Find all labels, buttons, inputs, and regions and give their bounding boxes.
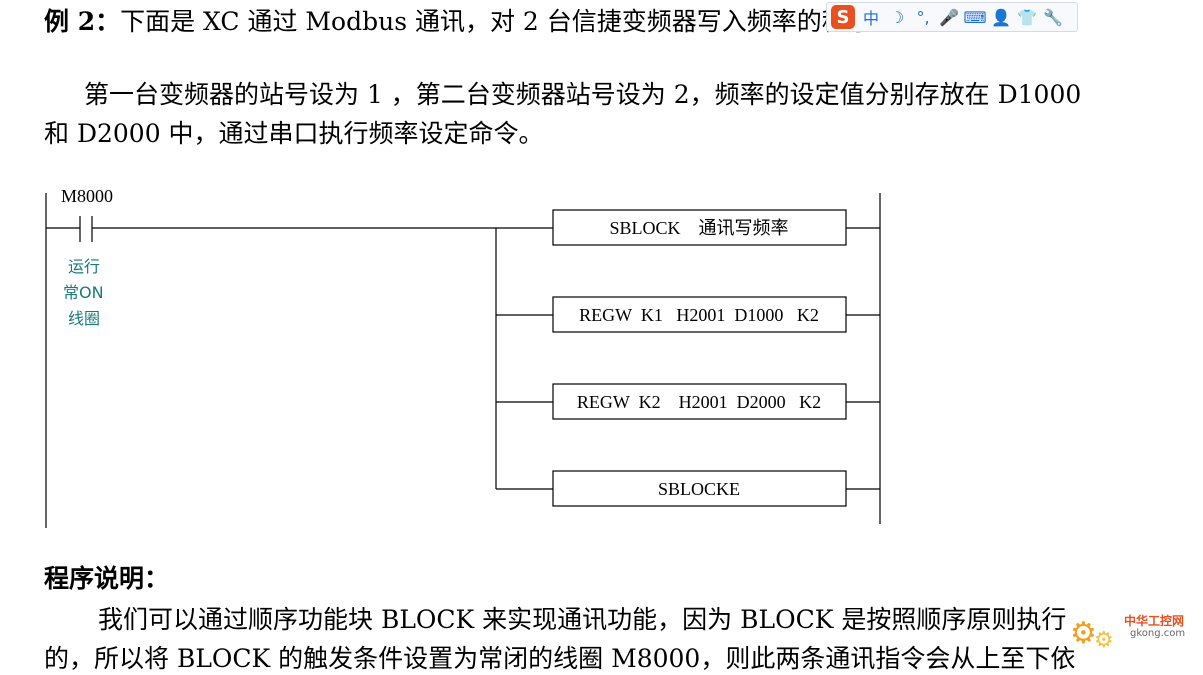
- gkong-watermark: ⚙ ⚙ 中华工控网 gkong.com: [1066, 606, 1203, 668]
- instruction-text-4: SBLOCKE: [658, 479, 740, 499]
- instruction-text-1: SBLOCK 通讯写频率: [609, 218, 788, 238]
- gear-icon: ⚙: [1070, 616, 1097, 651]
- wrench-icon[interactable]: 🔧: [1043, 7, 1063, 27]
- contact-note-3: 线圈: [68, 309, 100, 328]
- explanation-heading: 程序说明：: [44, 564, 170, 593]
- sogou-logo-icon[interactable]: S: [831, 5, 855, 29]
- explanation-line-2: 的，所以将 BLOCK 的触发条件设置为常闭的线圈 M8000，则此两条通讯指令…: [44, 644, 1076, 673]
- explanation-line-1: 我们可以通过顺序功能块 BLOCK 来实现通讯功能，因为 BLOCK 是按照顺序…: [98, 605, 1067, 634]
- intro-line-1: 第一台变频器的站号设为 1 ，第二台变频器站号设为 2，频率的设定值分别存放在 …: [84, 80, 1082, 109]
- instruction-text-3: REGW K2 H2001 D2000 K2: [577, 392, 821, 412]
- contact-label: M8000: [61, 186, 113, 206]
- ime-toolbar[interactable]: S 中 ☽ °, 🎤 ⌨ 👤 👕 🔧: [826, 2, 1078, 32]
- moon-icon[interactable]: ☽: [889, 7, 905, 27]
- example-heading: 例 2：下面是 XC 通过 Modbus 通讯，对 2 台信捷变频器写入频率的程…: [44, 6, 897, 38]
- instruction-text-2: REGW K1 H2001 D1000 K2: [579, 305, 819, 325]
- microphone-icon[interactable]: 🎤: [939, 7, 959, 27]
- punctuation-icon[interactable]: °,: [916, 7, 930, 27]
- contact-note-1: 运行: [68, 257, 100, 276]
- watermark-url: gkong.com: [1130, 628, 1186, 639]
- intro-line-2: 和 D2000 中，通过串口执行频率设定命令。: [44, 119, 544, 148]
- keyboard-icon[interactable]: ⌨: [963, 7, 987, 27]
- small-gear-icon: ⚙: [1094, 628, 1114, 653]
- example-text: 下面是 XC 通过 Modbus 通讯，对 2 台信捷变频器写入频率的程序。: [120, 7, 897, 36]
- contact-note-2: 常ON: [63, 283, 104, 302]
- chinese-mode-icon[interactable]: 中: [862, 9, 879, 28]
- skin-icon[interactable]: 👕: [1017, 7, 1037, 27]
- watermark-cn: 中华工控网: [1124, 614, 1185, 628]
- user-icon[interactable]: 👤: [991, 7, 1011, 27]
- example-label: 例 2：: [44, 7, 121, 36]
